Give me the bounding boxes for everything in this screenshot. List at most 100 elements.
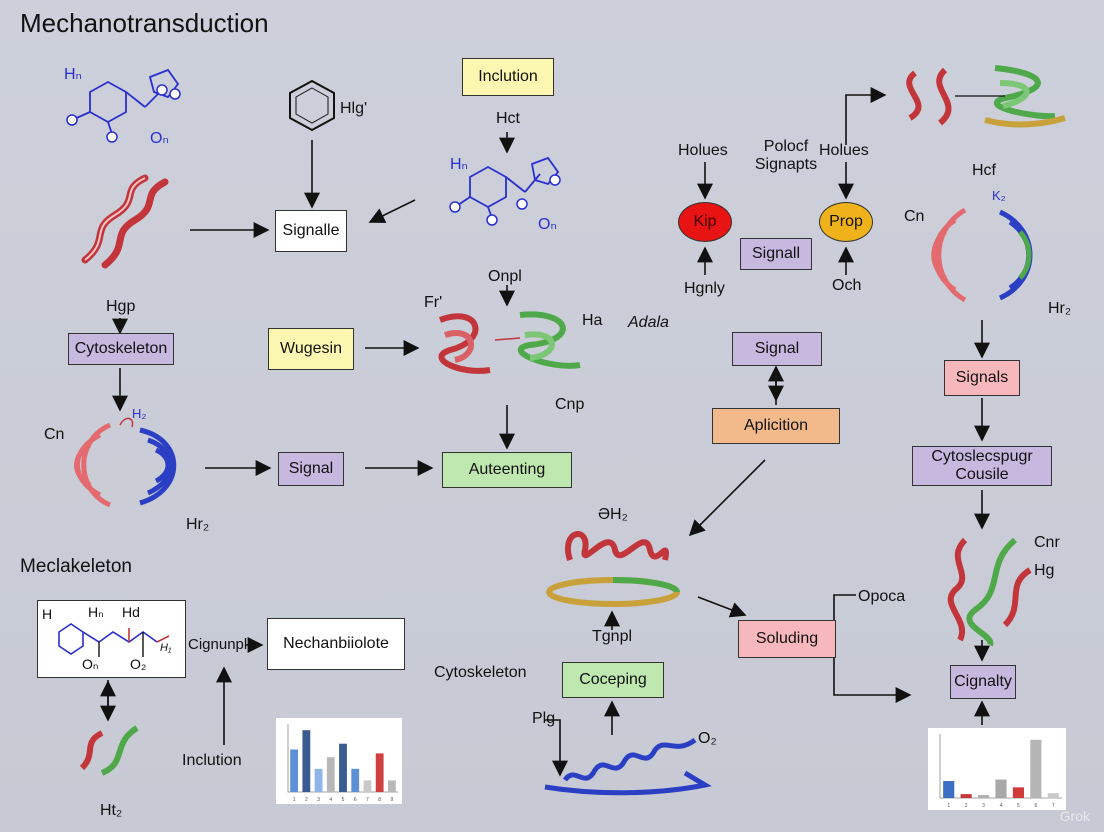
helix-bottom-blue <box>544 737 712 796</box>
helix-lower-right <box>947 537 1032 647</box>
box-signalle[interactable]: Signalle <box>275 210 347 252</box>
watermark: Grok <box>1059 808 1090 824</box>
label-holues-1: Holues <box>678 142 728 159</box>
box-aplicition[interactable]: Aplicition <box>712 408 840 444</box>
chart-tick-label: 4 <box>1000 803 1003 809</box>
chart-bar <box>977 795 990 798</box>
label-hn-mid: Hₙ <box>450 156 468 173</box>
box-signals[interactable]: Signals <box>944 360 1020 396</box>
box-cytoskeleton[interactable]: Cytoskeleton <box>68 333 174 365</box>
protein-ring <box>546 531 680 607</box>
helix-protein-left <box>81 174 169 269</box>
label-on-top: Oₙ <box>150 130 169 147</box>
mol-label-o2: O₂ <box>130 656 147 672</box>
chart-bar <box>351 768 360 792</box>
label-hlg: Hlg' <box>340 100 368 117</box>
label-k2: K₂ <box>992 188 1006 203</box>
box-signal-mid[interactable]: Signal <box>732 332 822 366</box>
label-hgp: Hgp <box>106 298 136 315</box>
label-cnr: Cnr <box>1034 534 1060 551</box>
label-cn-left: Cn <box>44 426 65 443</box>
label-o2: O₂ <box>698 730 717 747</box>
chart-tick-label: 3 <box>317 797 320 803</box>
chart-tick-label: 2 <box>965 803 968 809</box>
molecule-center <box>449 156 561 226</box>
label-hr2-left: Hr₂ <box>186 516 210 533</box>
chart-bar <box>363 780 372 792</box>
box-signall[interactable]: Signall <box>740 238 812 270</box>
label-hn-top: Hₙ <box>64 66 82 83</box>
chart-bar <box>302 730 311 792</box>
section-subtitle: Meclakeleton <box>20 556 132 577</box>
chart-bar <box>1047 793 1059 798</box>
chart-tick-label: 5 <box>1017 803 1020 809</box>
chart-bar <box>387 780 396 792</box>
chart-bar <box>326 757 335 792</box>
arrow-opoca-to-cignalty <box>833 594 912 703</box>
chart-axis <box>287 724 398 793</box>
chart-tick-label: 7 <box>366 797 369 803</box>
beta-sheets-right <box>931 207 1033 303</box>
label-hr2-right: Hr₂ <box>1048 300 1072 317</box>
chart-tick-label: 6 <box>1034 803 1037 809</box>
box-cytoslecspugr-cousile[interactable]: Cytoslecspugr Cousile <box>912 446 1052 486</box>
box-nechanbiiolote[interactable]: Nechanbiiolote <box>267 618 405 670</box>
oval-kip[interactable]: Kip <box>678 202 732 242</box>
chart-tick-label: 2 <box>305 797 308 803</box>
chart-bar <box>339 743 347 792</box>
arrow-aplicition-to-ring <box>688 459 766 537</box>
label-polocf-signapts: Polocf Signapts <box>754 138 818 174</box>
box-signal-left[interactable]: Signal <box>278 452 344 486</box>
box-auteenting[interactable]: Auteenting <box>442 452 572 488</box>
chart-tick-label: 1 <box>947 803 950 809</box>
protein-top-right <box>906 65 1066 128</box>
label-h2-left: H₂ <box>132 406 147 421</box>
chart-bar <box>1030 739 1042 798</box>
arrow-polocf-to-protein <box>845 87 887 145</box>
protein-complex-center <box>438 311 581 374</box>
label-plg: Plg <box>532 710 556 727</box>
chart-tick-label: 4 <box>329 797 332 803</box>
molecule-structure-box <box>37 600 186 678</box>
box-inclution[interactable]: Inclution <box>462 58 554 96</box>
label-och: Och <box>832 277 862 294</box>
arrow-plg-to-helix <box>545 719 568 777</box>
label-opoca: Opoca <box>858 588 906 605</box>
mol-label-h: H <box>42 606 53 622</box>
label-hcf: Hcf <box>972 162 996 179</box>
label-cytoskeleton: Cytoskeleton <box>434 664 527 681</box>
box-cignalty[interactable]: Cignalty <box>950 665 1016 699</box>
chart-bar <box>375 753 384 792</box>
molecule-top-left <box>66 68 181 143</box>
chart-tick-label: 6 <box>354 797 357 803</box>
label-cnp: Cnp <box>555 396 585 413</box>
label-hg: Hg <box>1034 562 1055 579</box>
arrow-molecule-to-signalle <box>368 199 416 223</box>
box-wugesin[interactable]: Wugesin <box>268 328 354 370</box>
oval-prop[interactable]: Prop <box>819 202 873 242</box>
benzene-ring <box>289 79 335 132</box>
chart-bar <box>943 781 955 798</box>
chart-bar <box>960 794 972 798</box>
chart-tick-label: 9 <box>390 797 393 803</box>
arrow-ring-to-soluding <box>697 596 747 618</box>
label-cn-right: Cn <box>904 208 925 225</box>
helix-bottom-left <box>79 725 139 776</box>
label-ha: Ha <box>582 312 603 329</box>
chart-tick-label: 8 <box>378 797 381 803</box>
label-holues-2: Holues <box>819 142 869 159</box>
page-title: Mechanotransduction <box>20 8 269 38</box>
label-tgnpl: Tgnpl <box>592 628 633 645</box>
box-soluding[interactable]: Soluding <box>738 620 836 658</box>
chart-tick-label: 3 <box>982 803 985 809</box>
box-coceping[interactable]: Coceping <box>562 662 664 698</box>
chart-bar <box>290 749 299 792</box>
label-adala: Adala <box>628 314 669 331</box>
label-fr: Fr' <box>424 294 443 311</box>
chart-bar <box>1012 787 1025 798</box>
label-cignunpl: Cignunpl <box>188 636 248 653</box>
